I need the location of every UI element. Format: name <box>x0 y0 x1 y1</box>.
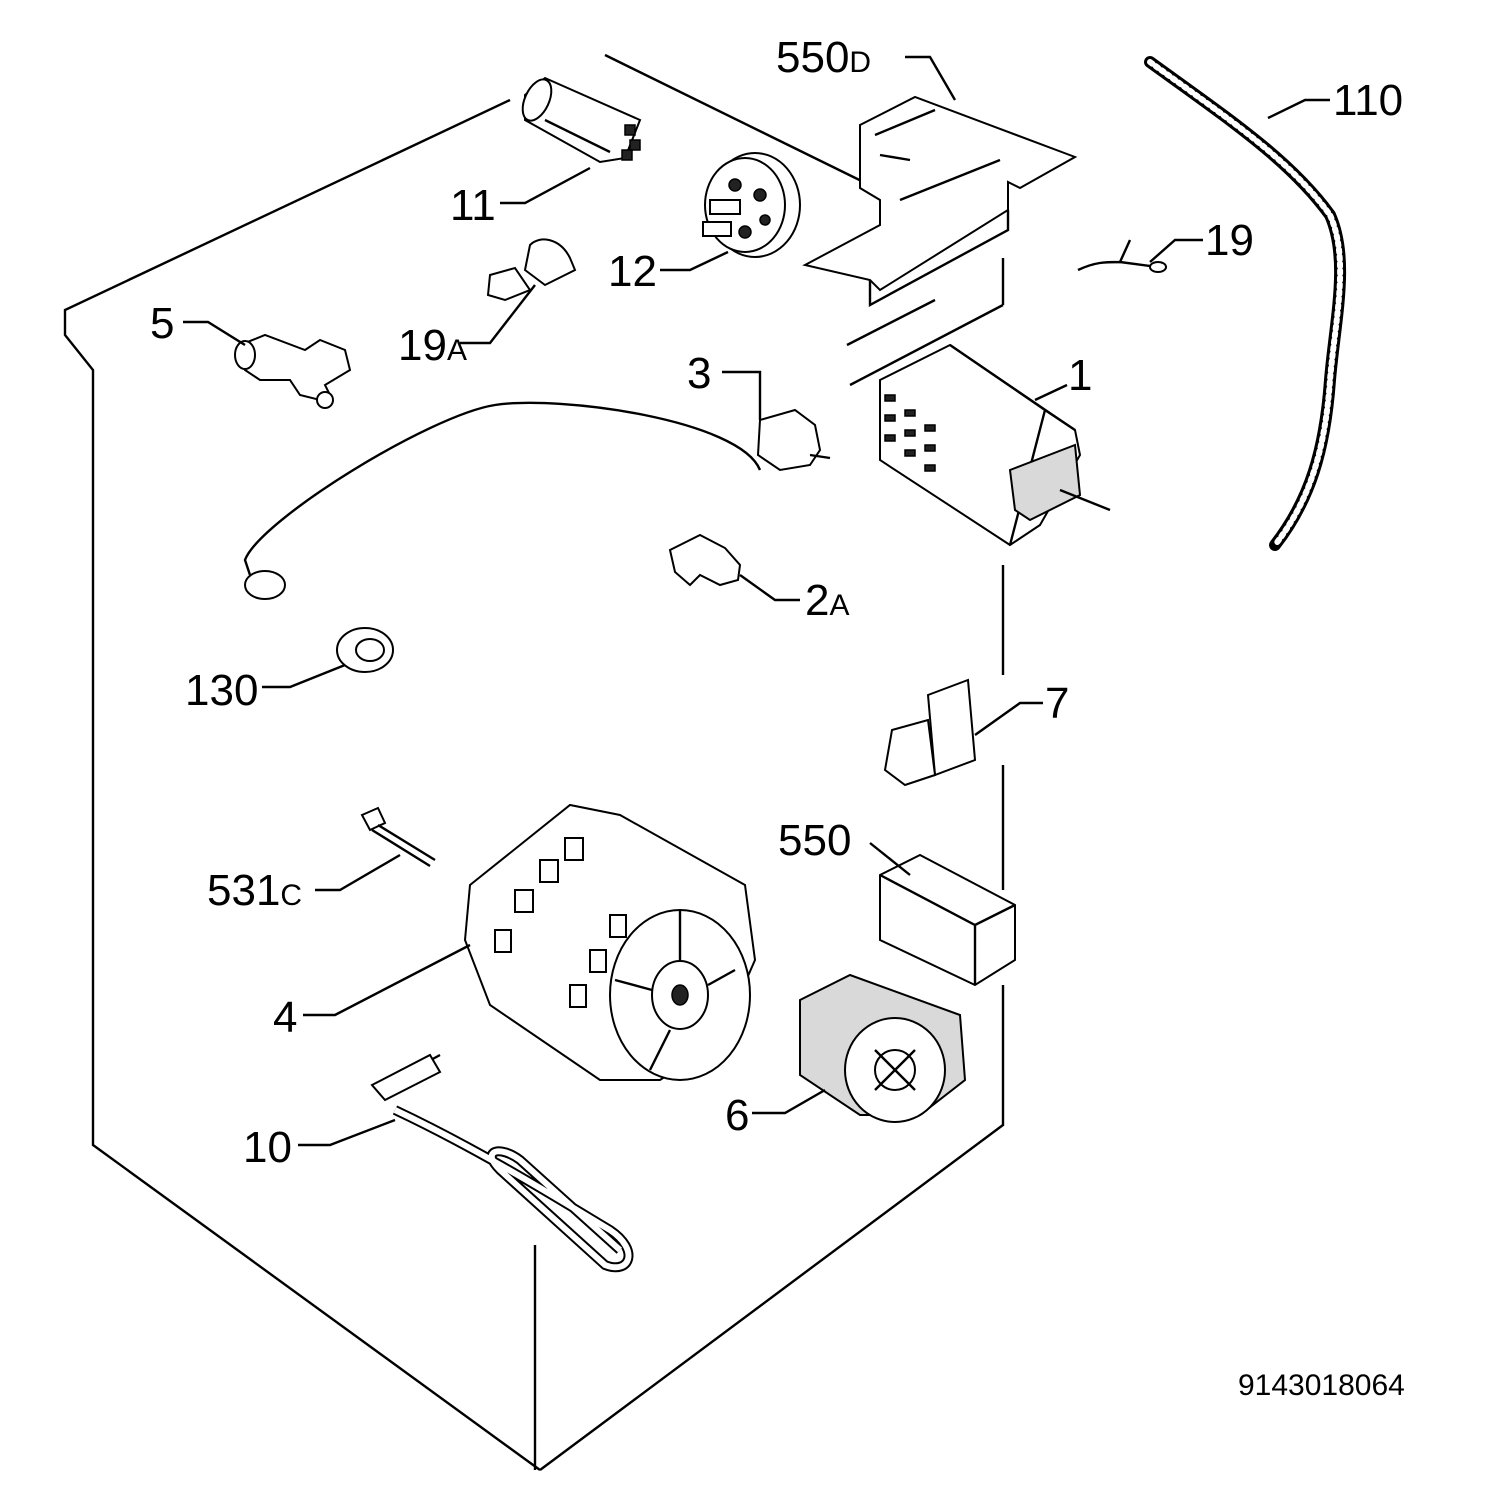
plug-19a[interactable] <box>486 238 577 302</box>
drain-pump-6[interactable] <box>799 973 967 1123</box>
callout-3: 3 <box>687 349 711 398</box>
callout-531c: 531C <box>207 866 302 915</box>
callout-550: 550 <box>778 816 851 865</box>
callout-6: 6 <box>725 1091 749 1140</box>
motor-vent-slots <box>494 837 627 1008</box>
callout-110: 110 <box>1333 76 1403 125</box>
callout-11: 11 <box>450 181 496 230</box>
switch-3[interactable] <box>243 401 831 600</box>
callout-19: 19 <box>1205 216 1254 265</box>
inlet-valve-5[interactable] <box>234 333 352 409</box>
callout-10: 10 <box>243 1123 292 1172</box>
cover-box-550[interactable] <box>879 853 1016 987</box>
sensor-clip-19[interactable] <box>1077 239 1167 273</box>
callout-12: 12 <box>608 247 657 296</box>
door-lock-7[interactable] <box>883 678 977 787</box>
callout-1: 1 <box>1068 351 1092 400</box>
callout-130: 130 <box>185 666 258 715</box>
callout-550d: 550D <box>776 33 871 82</box>
pressure-switch-12[interactable] <box>702 152 801 258</box>
motor-4[interactable] <box>463 803 757 1081</box>
screw-531c[interactable] <box>360 806 436 868</box>
reference-number: 9143018064 <box>1238 1369 1405 1402</box>
leader-lines <box>183 55 1330 1147</box>
timer-contact-pins <box>884 394 936 472</box>
callout-5: 5 <box>150 299 174 348</box>
cabinet-outline <box>63 53 1005 1471</box>
callout-labels: 550D 110 11 12 19 19A 5 3 1 2A 130 7 550… <box>150 33 1403 1172</box>
heating-element-10[interactable] <box>370 1053 634 1273</box>
timer-1[interactable] <box>879 343 1111 547</box>
callout-7: 7 <box>1045 679 1069 728</box>
capacitor-11[interactable] <box>517 75 642 164</box>
callout-2a: 2A <box>805 576 850 625</box>
cable-110[interactable] <box>1144 56 1347 551</box>
grommet-130[interactable] <box>336 627 394 673</box>
callout-19a: 19A <box>398 321 467 370</box>
connector-2a[interactable] <box>668 533 742 587</box>
callout-4: 4 <box>273 993 297 1042</box>
top-cover-plate-550d[interactable] <box>802 95 1078 308</box>
